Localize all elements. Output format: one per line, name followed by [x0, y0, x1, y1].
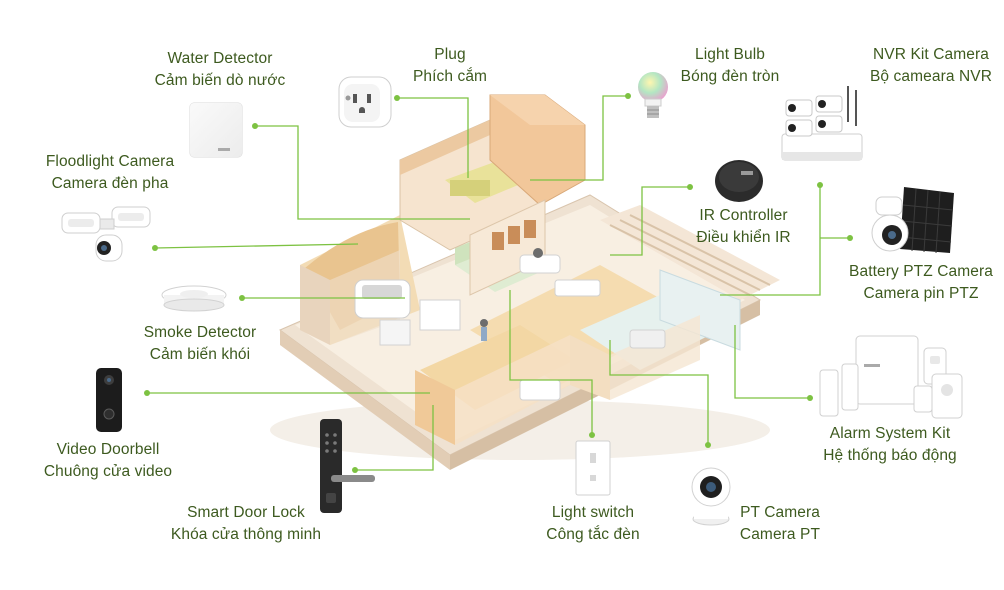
ir-controller-name-vi: Điều khiển IR: [696, 229, 791, 246]
water-detector-icon: [189, 102, 243, 158]
smart-plug-icon: [338, 76, 392, 128]
light-switch-name: Light switch: [551, 504, 635, 521]
smoke-detector-name: Smoke Detector: [143, 324, 257, 341]
floodlight-camera-icon: [61, 206, 151, 262]
nvr-camera-kit-icon: [781, 86, 863, 161]
smart-door-lock-label: Smart Door Lock Khóa cửa thông minh: [170, 502, 322, 546]
pt-camera-icon: [691, 467, 731, 526]
battery-ptz-camera-icon: [871, 187, 954, 254]
nvr-kit-label: NVR Kit Camera Bộ cameara NVR: [866, 44, 996, 88]
water-detector-name: Water Detector: [167, 50, 273, 67]
alarm-kit-icon: [819, 335, 963, 419]
plug-name: Plug: [434, 46, 466, 63]
video-doorbell-name-vi: Chuông cửa video: [43, 463, 173, 480]
floodlight-label: Floodlight Camera Camera đèn pha: [30, 151, 190, 195]
plug-name-vi: Phích cắm: [412, 68, 488, 85]
smoke-detector-icon: [161, 285, 227, 312]
floodlight-name-vi: Camera đèn pha: [51, 175, 169, 192]
light-switch-label: Light switch Công tắc đèn: [540, 502, 646, 546]
video-doorbell-label: Video Doorbell Chuông cửa video: [38, 439, 178, 483]
battery-ptz-name-vi: Camera pin PTZ: [863, 285, 979, 302]
light-bulb-name: Light Bulb: [695, 46, 765, 63]
light-bulb-icon: [638, 72, 668, 118]
battery-ptz-name: Battery PTZ Camera: [849, 263, 993, 280]
smart-door-lock-name: Smart Door Lock: [187, 504, 305, 521]
smart-door-lock-name-vi: Khóa cửa thông minh: [170, 526, 322, 543]
battery-ptz-label: Battery PTZ Camera Camera pin PTZ: [846, 261, 996, 305]
light-switch-icon: [575, 440, 611, 496]
floodlight-name: Floodlight Camera: [45, 153, 175, 170]
smart-door-lock-icon: [320, 419, 375, 513]
alarm-kit-label: Alarm System Kit Hệ thống báo động: [815, 423, 965, 467]
water-detector-label: Water Detector Cảm biến dò nước: [140, 48, 300, 92]
ir-controller-icon: [715, 160, 763, 202]
video-doorbell-name: Video Doorbell: [56, 441, 160, 458]
pt-camera-name: PT Camera: [740, 504, 820, 521]
nvr-kit-name: NVR Kit Camera: [873, 46, 989, 63]
light-switch-name-vi: Công tắc đèn: [546, 526, 640, 543]
water-detector-name-vi: Cảm biến dò nước: [154, 72, 286, 89]
plug-label: Plug Phích cắm: [395, 44, 505, 88]
pt-camera-name-vi: Camera PT: [739, 526, 821, 543]
smoke-detector-name-vi: Cảm biến khói: [149, 346, 251, 363]
ir-controller-label: IR Controller Điều khiển IR: [686, 205, 801, 249]
light-bulb-name-vi: Bóng đèn tròn: [680, 68, 780, 85]
alarm-kit-name: Alarm System Kit: [829, 425, 951, 442]
nvr-kit-name-vi: Bộ cameara NVR: [869, 68, 992, 85]
video-doorbell-icon: [96, 368, 122, 432]
light-bulb-label: Light Bulb Bóng đèn tròn: [670, 44, 790, 88]
alarm-kit-name-vi: Hệ thống báo động: [823, 447, 957, 464]
ir-controller-name: IR Controller: [699, 207, 788, 224]
smoke-detector-label: Smoke Detector Cảm biến khói: [130, 322, 270, 366]
pt-camera-label: PT Camera Camera PT: [735, 502, 825, 546]
